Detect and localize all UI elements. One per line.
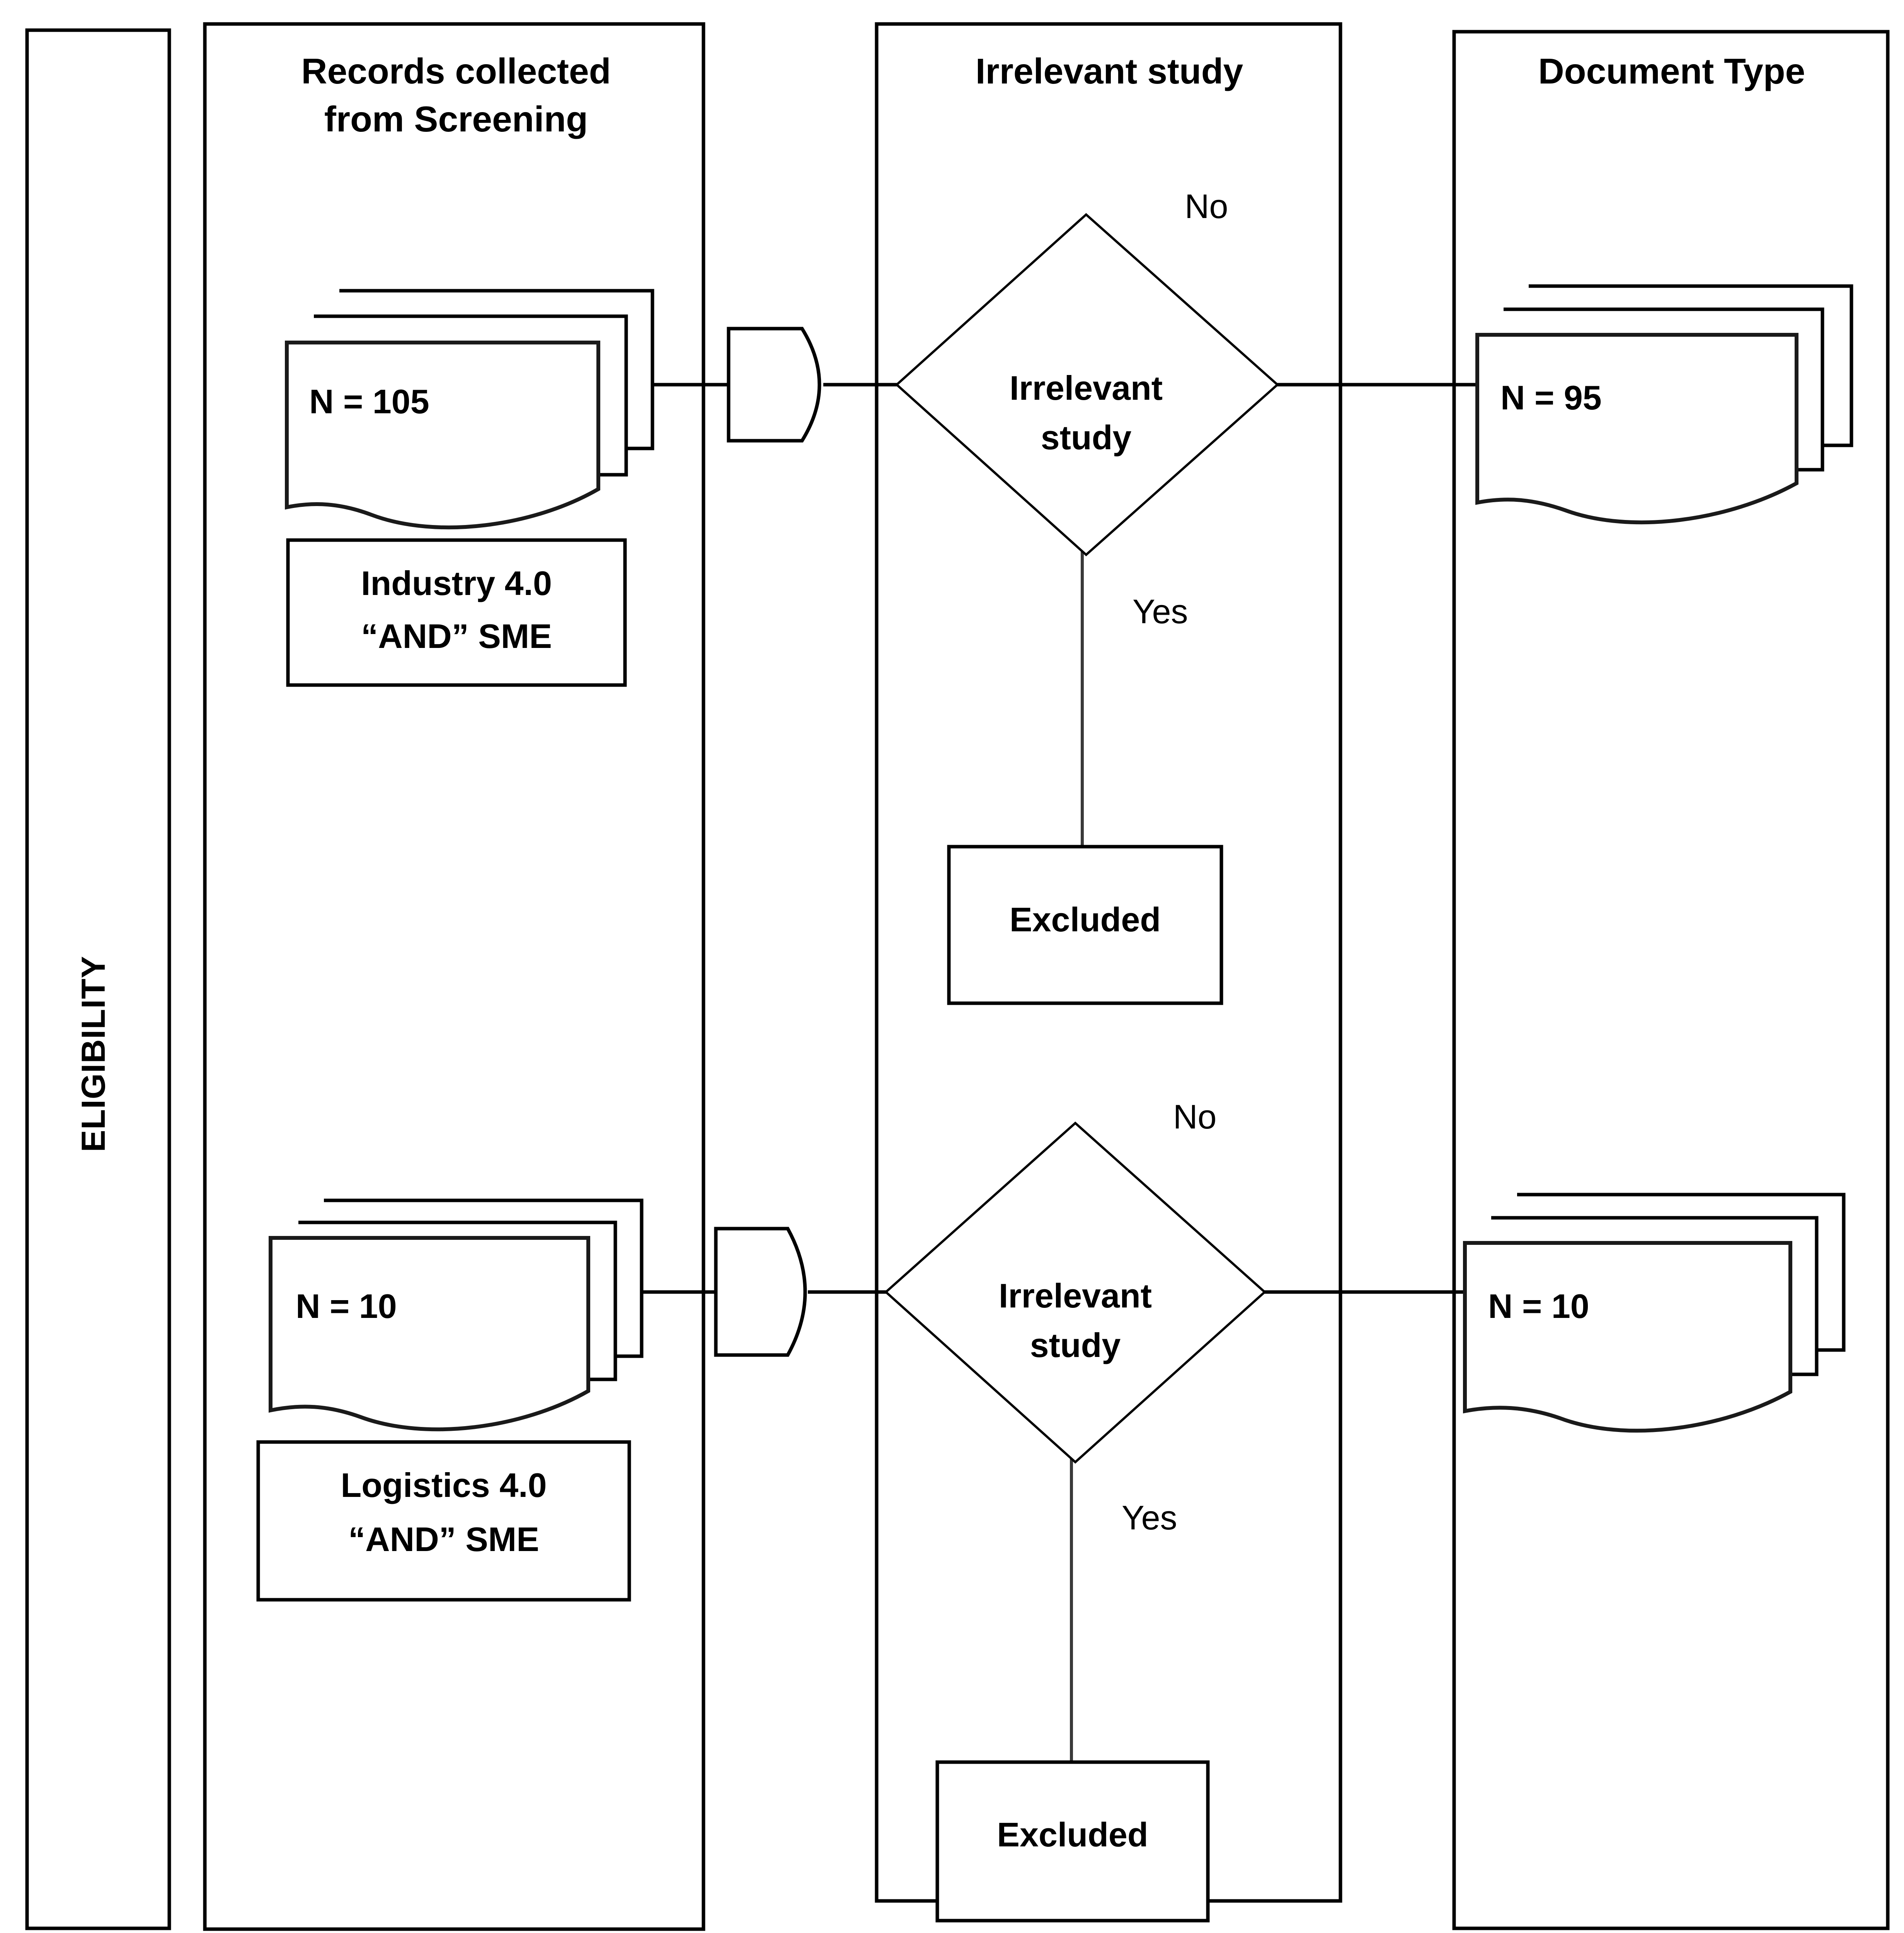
document-stack-label-row2-result: N = 10 xyxy=(1488,1287,1589,1325)
document-stack-label-row2-source: N = 10 xyxy=(296,1287,397,1325)
swimlane-label-records-line2: from Screening xyxy=(324,99,588,139)
decision-label-row2-line1: Irrelevant xyxy=(998,1277,1152,1315)
document-stack-row2-result xyxy=(1463,1193,1846,1433)
document-stack-row1-source xyxy=(285,289,654,530)
decision-label-row2-line2: study xyxy=(1030,1326,1121,1364)
decision-label-row1-line2: study xyxy=(1041,418,1132,457)
document-stack-row2-source xyxy=(269,1198,644,1432)
query-box-label-row1-line2: “AND” SME xyxy=(361,617,552,655)
gate-chevron-row2 xyxy=(714,1227,807,1357)
document-stack-label-row1-result: N = 95 xyxy=(1500,378,1602,417)
branch-label-row1-yes: Yes xyxy=(1133,592,1188,631)
decision-label-row1-line1: Irrelevant xyxy=(1009,369,1163,407)
branch-label-row2-yes: Yes xyxy=(1122,1498,1177,1537)
gate-chevron-row1 xyxy=(727,327,821,443)
swimlane-label-records-line1: Records collected xyxy=(301,51,611,91)
document-sheet-front xyxy=(285,341,600,530)
branch-label-row2-no: No xyxy=(1173,1098,1217,1136)
decision-diamond-row2 xyxy=(884,1121,1267,1464)
excluded-label-row2: Excluded xyxy=(997,1815,1148,1854)
swimlane-label-irrelevant-study: Irrelevant study xyxy=(975,51,1243,91)
query-box-label-row2-line1: Logistics 4.0 xyxy=(341,1466,547,1504)
query-box-row1 xyxy=(286,538,627,687)
swimlane-label-document-type: Document Type xyxy=(1538,51,1805,91)
excluded-label-row1: Excluded xyxy=(1009,900,1161,939)
decision-diamond-row1 xyxy=(895,213,1279,557)
swimlane-eligibility xyxy=(25,28,171,1930)
document-sheet-front xyxy=(1463,1241,1792,1433)
document-stack-label-row1-source: N = 105 xyxy=(309,382,429,421)
query-box-label-row2-line2: “AND” SME xyxy=(348,1520,539,1558)
document-stack-row1-result xyxy=(1475,284,1853,525)
query-box-label-row1-line1: Industry 4.0 xyxy=(361,564,552,602)
document-sheet-front xyxy=(1475,333,1798,525)
excluded-box-row1 xyxy=(947,845,1223,1005)
swimlane-label-eligibility: ELIGIBILITY xyxy=(75,956,112,1152)
query-box-row2 xyxy=(256,1440,631,1602)
document-sheet-front xyxy=(269,1236,590,1432)
excluded-box-row2 xyxy=(935,1760,1210,1923)
branch-label-row1-no: No xyxy=(1185,187,1228,225)
